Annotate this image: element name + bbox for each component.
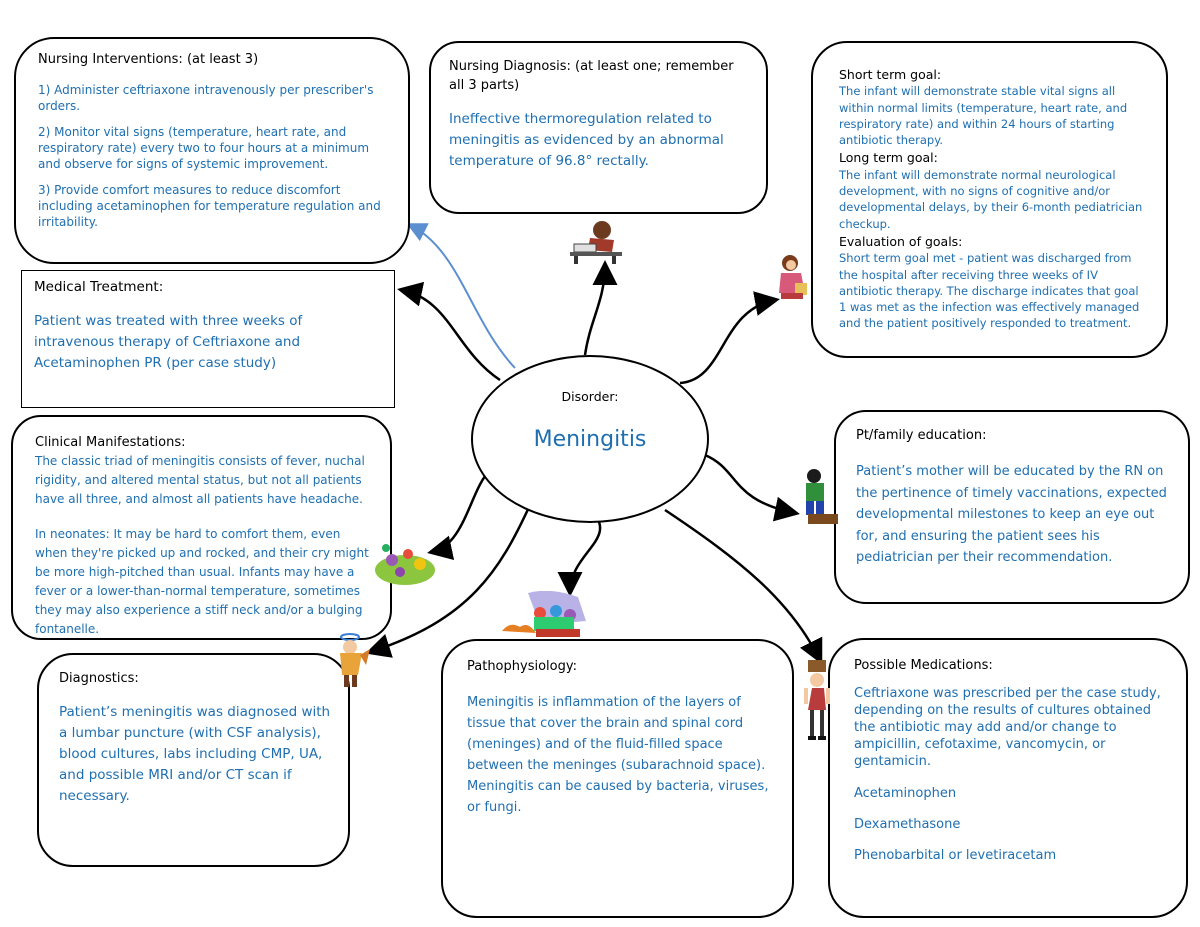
medications-text: Ceftriaxone was prescribed per the case …: [854, 686, 1161, 769]
diagnostics-text: Patient’s meningitis was diagnosed with …: [59, 704, 331, 804]
patho-box: Pathophysiology: Meningitis is inflammat…: [441, 639, 794, 918]
diagnosis-text: Ineffective thermoregulation related to …: [449, 111, 724, 169]
clinical-heading: Clinical Manifestations:: [35, 435, 186, 450]
evaluation-heading: Evaluation of goals:: [839, 233, 963, 249]
link-education: [704, 453, 800, 522]
link-diagnosis: [583, 260, 618, 356]
clinical-text-1: The classic triad of meningitis consists…: [35, 454, 365, 506]
link-clinical: [427, 469, 491, 561]
medication-item-1: Acetaminophen: [854, 786, 957, 801]
link-diagnostics: [365, 504, 532, 658]
interventions-box: Nursing Interventions: (at least 3) 1) A…: [14, 37, 410, 264]
diagnostics-box: Diagnostics: Patient’s meningitis was di…: [37, 653, 350, 867]
intervention-item-2: 2) Monitor vital signs (temperature, hea…: [38, 125, 370, 171]
diagnosis-heading: Nursing Diagnosis: (at least one; rememb…: [449, 59, 734, 93]
education-box: Pt/family education: Patient’s mother wi…: [834, 410, 1190, 604]
evaluation-text: Short term goal met - patient was discha…: [839, 251, 1140, 331]
clinical-box: Clinical Manifestations: The classic tri…: [11, 415, 392, 640]
link-goals: [679, 291, 780, 385]
interventions-heading: Nursing Interventions: (at least 3): [38, 52, 259, 67]
center-title: Meningitis: [533, 427, 647, 452]
link-interventions: [406, 223, 516, 369]
clipart-flowers-icon: [375, 544, 435, 585]
link-patho: [557, 514, 602, 597]
medications-box: Possible Medications: Ceftriaxone was pr…: [828, 638, 1188, 918]
long-goal-text: The infant will demonstrate normal neuro…: [839, 167, 1143, 231]
clinical-text-2: In neonates: It may be hard to comfort t…: [35, 527, 369, 636]
medical-text: Patient was treated with three weeks of …: [34, 313, 303, 371]
patho-text: Meningitis is inflammation of the layers…: [467, 695, 769, 815]
link-medications: [664, 508, 823, 665]
patho-heading: Pathophysiology:: [467, 659, 577, 674]
clipart-girl-icon: [779, 255, 807, 299]
goals-box: Short term goal: The infant will demonst…: [811, 41, 1168, 358]
clipart-angel-icon: [340, 633, 370, 687]
link-medical: [397, 281, 501, 382]
short-goal-text: The infant will demonstrate stable vital…: [839, 84, 1128, 148]
medication-item-2: Dexamethasone: [854, 817, 961, 832]
medical-heading: Medical Treatment:: [34, 279, 164, 295]
diagnostics-heading: Diagnostics:: [59, 671, 139, 686]
clipart-crowd-icon: [502, 591, 586, 637]
medical-treatment-box: Medical Treatment: Patient was treated w…: [21, 270, 395, 408]
diagnosis-box: Nursing Diagnosis: (at least one; rememb…: [429, 41, 768, 214]
education-text: Patient’s mother will be educated by the…: [856, 464, 1167, 565]
center-label: Disorder:: [561, 389, 619, 404]
long-goal-heading: Long term goal:: [839, 150, 938, 166]
intervention-item-3: 3) Provide comfort measures to reduce di…: [38, 183, 381, 229]
education-heading: Pt/family education:: [856, 428, 987, 443]
clipart-reader-icon: [570, 221, 622, 264]
clipart-worker-icon: [806, 469, 838, 524]
intervention-item-1: 1) Administer ceftriaxone intravenously …: [38, 83, 374, 113]
medication-item-3: Phenobarbital or levetiracetam: [854, 848, 1057, 863]
center-node: Disorder: Meningitis: [471, 355, 709, 523]
short-goal-heading: Short term goal:: [839, 67, 942, 82]
medications-heading: Possible Medications:: [854, 658, 993, 673]
clipart-sign-holder-icon: [804, 660, 830, 740]
